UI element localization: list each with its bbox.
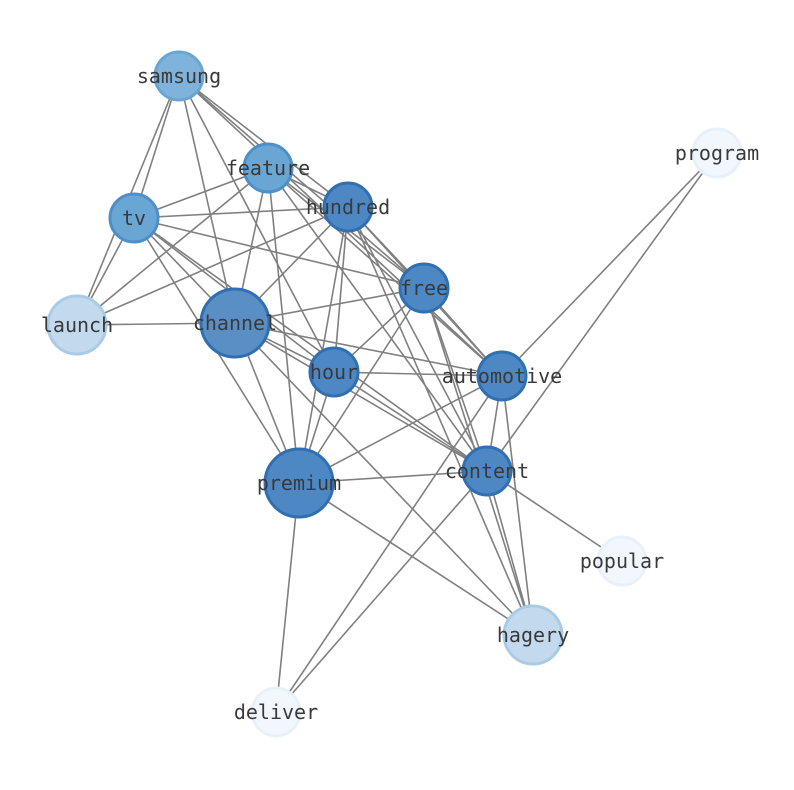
node-content bbox=[461, 445, 513, 497]
edge-tv-free bbox=[133, 217, 425, 289]
edge-hundred-hour bbox=[333, 206, 349, 373]
node-tv bbox=[108, 192, 160, 244]
edge-channel-content bbox=[234, 322, 488, 472]
edge-hour-automotive bbox=[333, 371, 503, 377]
label-layer: samsung feature tv hundred program free launch… bbox=[41, 64, 759, 724]
node-label-channel: channel bbox=[193, 311, 277, 335]
edge-hundred-launch bbox=[76, 206, 349, 326]
node-label-launch: launch bbox=[41, 313, 113, 337]
edge-free-content bbox=[423, 287, 488, 472]
edge-automotive-hagery bbox=[501, 375, 534, 636]
node-label-free: free bbox=[400, 276, 448, 300]
node-label-automotive: automotive bbox=[442, 364, 562, 388]
node-automotive bbox=[476, 350, 528, 402]
node-program bbox=[691, 127, 743, 179]
node-samsung bbox=[153, 50, 205, 102]
node-label-hagery: hagery bbox=[497, 623, 569, 647]
node-label-tv: tv bbox=[122, 206, 146, 230]
edge-samsung-channel bbox=[178, 75, 236, 324]
node-label-premium: premium bbox=[257, 471, 341, 495]
edge-automotive-deliver bbox=[275, 375, 503, 713]
node-label-program: program bbox=[675, 141, 759, 165]
node-premium bbox=[263, 447, 335, 519]
node-label-hour: hour bbox=[310, 360, 358, 384]
edge-free-premium bbox=[298, 287, 425, 484]
node-launch bbox=[46, 294, 108, 356]
edge-samsung-free bbox=[178, 75, 425, 289]
node-label-deliver: deliver bbox=[234, 700, 318, 724]
node-label-hundred: hundred bbox=[306, 195, 390, 219]
node-deliver bbox=[250, 686, 302, 738]
node-hundred bbox=[322, 181, 374, 233]
edge-feature-automotive bbox=[267, 167, 503, 377]
node-hagery bbox=[502, 604, 564, 666]
edge-content-popular bbox=[486, 470, 623, 562]
edge-premium-deliver bbox=[275, 482, 300, 713]
edge-layer bbox=[76, 75, 718, 713]
edge-hundred-hagery bbox=[347, 206, 534, 636]
edge-hundred-content bbox=[347, 206, 488, 472]
edge-samsung-hundred bbox=[178, 75, 349, 208]
node-label-popular: popular bbox=[580, 549, 664, 573]
edge-tv-hundred bbox=[133, 206, 349, 219]
node-feature bbox=[242, 142, 294, 194]
edge-program-automotive bbox=[501, 152, 718, 377]
edge-automotive-premium bbox=[298, 375, 503, 484]
node-popular bbox=[596, 535, 648, 587]
node-free bbox=[398, 262, 450, 314]
edge-hundred-premium bbox=[298, 206, 349, 484]
node-label-samsung: samsung bbox=[137, 64, 221, 88]
edge-tv-content bbox=[133, 217, 488, 472]
edge-hour-content bbox=[333, 371, 488, 472]
node-hour bbox=[308, 346, 360, 398]
edge-channel-hagery bbox=[234, 322, 534, 636]
node-label-content: content bbox=[445, 459, 529, 483]
edge-feature-content bbox=[267, 167, 488, 472]
edge-program-content bbox=[486, 152, 718, 472]
node-layer bbox=[46, 50, 743, 738]
node-label-feature: feature bbox=[226, 156, 310, 180]
edge-channel-automotive bbox=[234, 322, 503, 377]
edge-premium-hagery bbox=[298, 482, 534, 636]
edge-content-deliver bbox=[275, 470, 488, 713]
node-channel bbox=[199, 287, 271, 359]
